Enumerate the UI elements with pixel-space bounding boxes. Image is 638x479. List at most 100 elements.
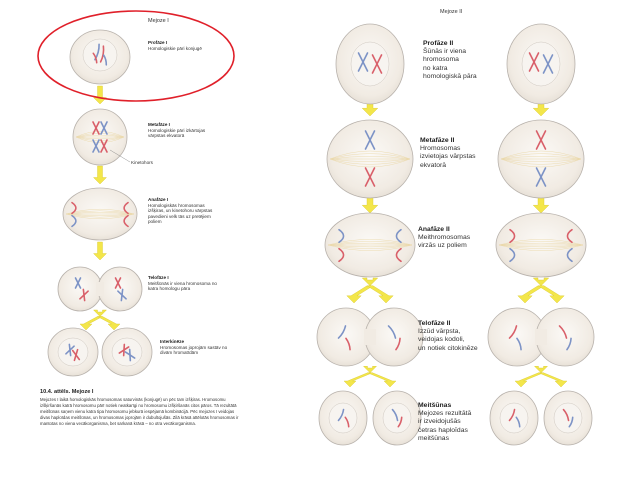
chromatid (128, 348, 132, 362)
chromosome (123, 214, 129, 228)
arrow-split (79, 316, 103, 331)
arrow-split (537, 285, 565, 304)
chromatid (337, 408, 345, 422)
spindle-fiber (498, 244, 584, 249)
chromatid (100, 121, 108, 135)
chromosome (114, 277, 122, 289)
step-line: Izzūd vārpsta, (418, 328, 461, 336)
spindle-fiber (498, 242, 584, 246)
spindle-fiber (327, 244, 413, 249)
step-text: Homologiskie pāri izkārtojas vārpstas ek… (148, 127, 206, 139)
chromatid (562, 408, 570, 422)
chromatid (92, 121, 100, 135)
arrow-down (532, 195, 550, 214)
daughter-cells-label: Meitšūnas Mejozes rezultātā ir izveidoju… (418, 402, 508, 443)
step-title: Metafāze I (148, 122, 170, 127)
telophase-i-cell (97, 266, 143, 312)
step-line: virzās uz poliem (418, 242, 467, 250)
nucleus (350, 41, 390, 87)
chromosome (515, 416, 521, 428)
chromosome (516, 337, 522, 351)
chromatid (79, 290, 89, 300)
spindle-fiber (75, 136, 125, 141)
arrow-down (93, 85, 107, 105)
arrow-split (366, 285, 394, 304)
chromosome (528, 52, 540, 72)
caption-text: Mejozes I laikā homologiskās hromosomas … (40, 396, 239, 426)
anaphase-ii-label: Anafāze II Meithromosomas virzās uz poli… (418, 226, 508, 251)
chromatid (114, 277, 122, 289)
arrow-down (93, 165, 107, 185)
spindle (327, 239, 413, 251)
chromatid (528, 52, 540, 72)
step-title: Interkinēze (160, 339, 184, 344)
step-line: no katra (423, 64, 448, 72)
caption-title: 10.4. attēls. Mejoze I (40, 389, 94, 395)
chromatid (120, 288, 124, 302)
chromosome (508, 408, 516, 422)
spindle-fiber (498, 239, 584, 246)
chromosome (397, 416, 403, 428)
chromatid (65, 345, 75, 355)
chromatid (73, 348, 79, 362)
chromosome (395, 247, 402, 263)
arrow-down (532, 277, 550, 287)
chromatid (92, 139, 100, 153)
spindle-fiber (500, 158, 582, 165)
step-line: hromosoma (423, 56, 459, 64)
prophase-i-label: Profāze I Homologiskie pāri konjugē (148, 40, 218, 51)
chromatid (92, 52, 98, 64)
chromatid (535, 130, 547, 150)
chromosome (364, 130, 376, 150)
chromosome (509, 247, 516, 263)
chromatid (118, 346, 130, 354)
step-line: meitšūnas (418, 434, 449, 442)
chromosome (74, 277, 82, 289)
chromosome (371, 54, 383, 74)
spindle-fiber (75, 131, 125, 138)
chromatid (337, 325, 347, 339)
chromatid (344, 416, 350, 428)
chromatid (364, 130, 376, 150)
step-text: Homologiskās hromosomas izšķiras, un kin… (148, 202, 213, 225)
cleavage-bridge (535, 329, 547, 345)
chromosome (344, 416, 350, 428)
spindle-fiber (327, 244, 413, 251)
step-line: Hromosomas (420, 145, 461, 153)
spindle-fiber (329, 158, 411, 165)
chromatid (387, 325, 397, 339)
spindle-fiber (65, 213, 135, 216)
spindle (498, 239, 584, 251)
chromosome (92, 52, 98, 64)
chromosome (100, 139, 108, 153)
step-line: izvietojas vārpstas (420, 153, 476, 161)
chromosome (395, 337, 401, 351)
chromatid (357, 52, 369, 72)
chromatid (558, 325, 568, 339)
highlight-circle (37, 10, 235, 102)
chromosome (338, 247, 345, 263)
chromosome (71, 348, 81, 362)
chromatid (542, 54, 554, 74)
nucleus (111, 337, 143, 367)
spindle-fiber (498, 241, 584, 246)
chromosome (566, 247, 573, 263)
meiosis-ii-title: Mejoze II (440, 9, 463, 15)
telophase-ii-label: Telofāze II Izzūd vārpsta, veidojas kodo… (418, 320, 508, 353)
chromatid (345, 337, 351, 351)
step-title: Profāze II (423, 40, 454, 47)
chromatid (566, 337, 572, 351)
cleavage-bridge (364, 329, 376, 345)
chromosome (100, 121, 108, 135)
spindle-fiber (75, 133, 125, 138)
step-title: Telofāze I (148, 275, 169, 280)
step-title: Metafāze II (420, 137, 455, 144)
chromosome (357, 52, 369, 72)
step-line: ir izveidojušās (418, 418, 461, 426)
chromosome (508, 325, 518, 339)
metaphase-ii-label: Metafāze II Hromosomas izvietojas vārpst… (420, 137, 510, 170)
chromosome (118, 343, 130, 357)
kinetochore-label: Kinetohors (131, 160, 153, 165)
spindle (500, 150, 582, 168)
chromosome (338, 228, 345, 244)
